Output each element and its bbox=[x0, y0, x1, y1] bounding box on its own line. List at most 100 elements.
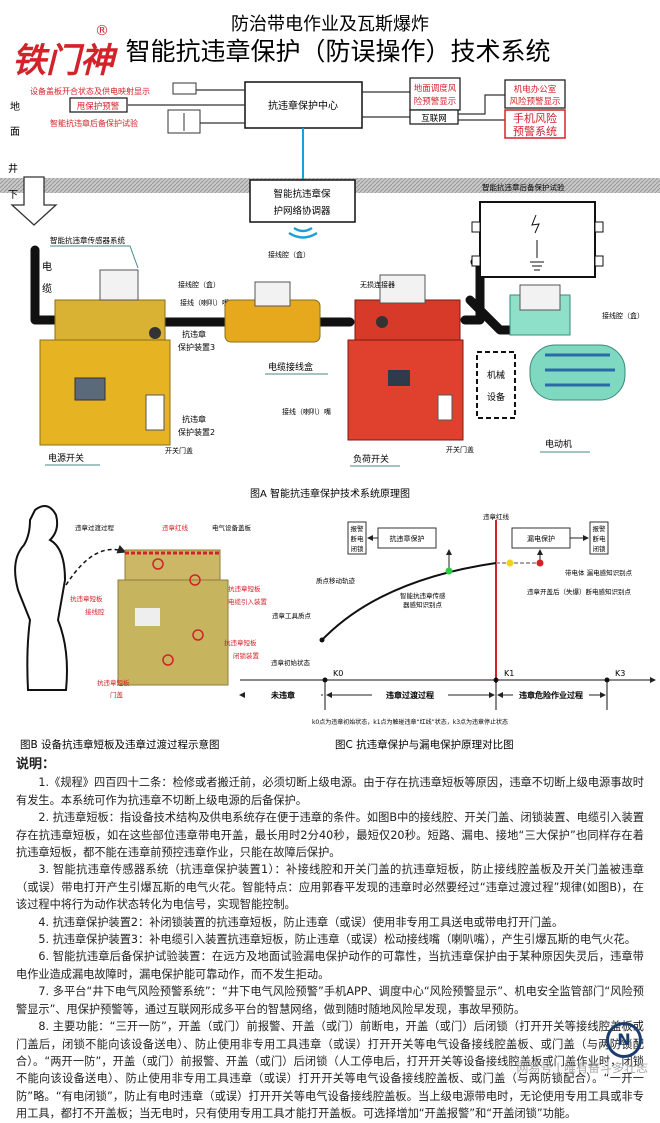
alarm-box-left-text: 断电 bbox=[351, 534, 365, 543]
short-board-cavity-label: 抗违章短板 bbox=[70, 594, 103, 603]
alarm-box-left-text: 闭锁 bbox=[351, 544, 365, 553]
underground-label-2: 下 bbox=[8, 190, 18, 201]
diagram-canvas: 铁门神 ® 防治带电作业及瓦斯爆炸 智能抗违章保护（防误操作）技术系统 地 面 … bbox=[0, 14, 660, 751]
red-line-title: 违章红线 bbox=[483, 512, 510, 521]
terminal-nozzle-label: 接线（喇叭）嘴 bbox=[180, 298, 229, 307]
open-point-label: 违章开盖后（失爆）断电感知识别点 bbox=[527, 587, 632, 596]
junction-box-label: 电缆接线盒 bbox=[268, 361, 313, 373]
note-item: 4. 抗违章保护装置2：补闭锁装置的抗违章短板，防止违章（或误）使用非专用工具送… bbox=[38, 915, 564, 929]
coordinator-line-1: 智能抗违章保 bbox=[273, 188, 331, 200]
lock-label: 闭锁装置 bbox=[233, 651, 260, 660]
trajectory-label: 质点移动轨迹 bbox=[316, 576, 356, 585]
red-line-label: 违章红线 bbox=[162, 523, 189, 532]
coordinator-line-2: 护网络协调器 bbox=[273, 205, 331, 217]
office-warning-line-2: 风险预警显示 bbox=[509, 96, 560, 107]
alarm-box-right-text: 断电 bbox=[593, 534, 607, 543]
short-board-lock-label: 抗违章短板 bbox=[224, 638, 257, 647]
sensor-point-label-2: 器感知识别点 bbox=[403, 600, 443, 609]
brand-logo: 铁门神 bbox=[12, 41, 118, 81]
note-item: 6. 智能抗违章后备保护试验装置：在远方及地面试验漏电保护动作的可靠性，当抗违章… bbox=[16, 950, 644, 981]
transition-path bbox=[65, 545, 127, 586]
internet-label: 互联网 bbox=[421, 114, 447, 124]
cover-label: 电气设备盖板 bbox=[212, 523, 252, 532]
office-warning-line-1: 机电办公室 bbox=[514, 84, 557, 95]
protection-center-label: 抗违章保护中心 bbox=[268, 99, 338, 112]
dispatch-warning-box bbox=[409, 77, 461, 111]
seg_transition-label: 违章过渡过程 bbox=[386, 690, 434, 700]
cable-entry-label: 电缆引入装置 bbox=[228, 597, 268, 606]
shed-warning-box bbox=[69, 97, 128, 113]
figure-a-caption: 图A 智能抗违章保护技术系统原理图 bbox=[250, 487, 410, 500]
machine-line-1: 机械 bbox=[487, 369, 505, 381]
live-point-label: 带电体 漏电感知识别点 bbox=[565, 568, 633, 577]
power-switch-device bbox=[39, 269, 171, 446]
device2-line-1: 抗违章 bbox=[182, 414, 206, 424]
watermark: 网易号 | 唯有奋斗多壮志 bbox=[516, 1061, 648, 1075]
sensor-point-label-1: 智能抗违章传感 bbox=[400, 591, 446, 600]
corner-logo: N bbox=[606, 1022, 642, 1058]
tool-point-label: 违章工具质点 bbox=[272, 611, 312, 620]
display-icon bbox=[172, 82, 197, 95]
initial-state-label: 违章初始状态 bbox=[271, 658, 311, 667]
machine-box bbox=[476, 351, 516, 419]
k1-label: K1 bbox=[504, 669, 514, 678]
backup-test-box bbox=[479, 201, 596, 278]
leakage-label: 漏电保护 bbox=[527, 534, 555, 543]
internet-box bbox=[409, 109, 459, 125]
transition-label: 违章过渡过程 bbox=[75, 523, 115, 532]
motor-label: 电动机 bbox=[545, 438, 572, 450]
live-point bbox=[536, 559, 544, 567]
mobile-warning-box bbox=[504, 109, 566, 139]
surface-label-2: 面 bbox=[10, 127, 20, 138]
shed-warning-label: 甩保护预警 bbox=[77, 101, 120, 112]
surface-label-1: 地 bbox=[10, 100, 20, 113]
device3-line-2: 保护装置3 bbox=[178, 342, 215, 352]
load-switch-label: 负荷开关 bbox=[353, 453, 389, 465]
explanation-heading: 说明： bbox=[16, 757, 56, 772]
open-point bbox=[506, 559, 514, 567]
seg_danger-label: 违章危险作业过程 bbox=[519, 690, 583, 700]
backup-test-label: 智能抗违章后备保护试验 bbox=[50, 118, 138, 128]
protection-center-box bbox=[244, 81, 363, 129]
machine-line-2: 设备 bbox=[487, 391, 505, 403]
alarm-box-left bbox=[347, 521, 367, 555]
power-switch-label: 电源开关 bbox=[48, 452, 84, 464]
lossless-connector-label: 无损连接器 bbox=[360, 280, 395, 289]
junction-cavity-label: 接线腔（盒） bbox=[268, 250, 310, 259]
nozzle-2-label: 接线（喇叭）嘴 bbox=[282, 407, 331, 416]
sensor-point bbox=[445, 567, 453, 575]
cable-label-1: 电 bbox=[42, 260, 52, 273]
down-arrow-icon bbox=[10, 176, 58, 226]
short-board-cable-label: 抗违章短板 bbox=[228, 584, 261, 593]
seg_none-label: 未违章 bbox=[270, 690, 295, 700]
underground-label-1: 井 bbox=[8, 162, 18, 175]
motor-cavity-label: 接线腔（盒） bbox=[602, 311, 644, 320]
registered-mark: ® bbox=[95, 23, 109, 39]
short-board-door-label: 抗违章短板 bbox=[97, 678, 130, 687]
device2-line-2: 保护装置2 bbox=[178, 427, 215, 437]
seg_none-bg bbox=[245, 689, 321, 700]
mobile-warning-line-1: 手机风险 bbox=[513, 111, 557, 125]
k0-label: K0 bbox=[333, 669, 343, 678]
sensor-system-label: 智能抗违章传感器系统 bbox=[50, 235, 125, 245]
cable-label-2: 缆 bbox=[42, 282, 52, 295]
ground-switch-icon bbox=[530, 214, 544, 271]
tool-point bbox=[319, 637, 325, 643]
office-warning-box bbox=[504, 79, 566, 109]
cable-junction-box bbox=[224, 281, 321, 343]
alarm-box-left-text: 报警 bbox=[351, 524, 365, 533]
worker-silhouette bbox=[14, 505, 68, 691]
dispatch-warning-line-1: 地面调度风 bbox=[414, 83, 457, 94]
terminal-cavity-label: 接线腔（盒） bbox=[178, 280, 220, 289]
alarm-box-right bbox=[589, 521, 609, 555]
figure-c-note: k0点为违章初始状态，k1点为触碰违章“红线”状态，k3点为违章停止状态 bbox=[312, 718, 508, 726]
door-cover-2-label: 开关门盖 bbox=[446, 445, 474, 454]
backup-test-device-label: 智能抗违章后备保护试验 bbox=[482, 182, 565, 192]
network-coordinator-box bbox=[249, 179, 356, 223]
cover-status-label: 设备盖板开合状态及供电映射显示 bbox=[30, 86, 150, 96]
seg_danger-bg bbox=[513, 689, 589, 700]
door-label: 门盖 bbox=[110, 690, 124, 699]
k3-label: K3 bbox=[615, 669, 625, 678]
seg_transition-bg bbox=[372, 689, 448, 700]
dispatch-warning-line-2: 险预警显示 bbox=[414, 96, 457, 107]
